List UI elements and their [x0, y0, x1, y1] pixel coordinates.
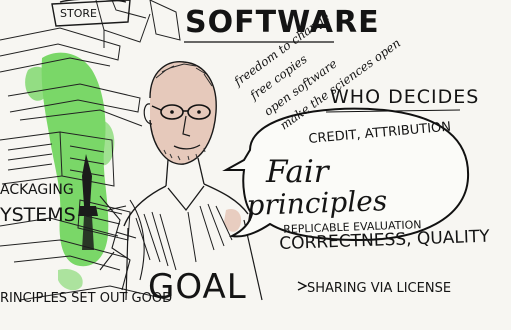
software-heading: SOFTWARE — [185, 5, 380, 40]
packaging-label: ACKAGING — [0, 182, 74, 198]
glasses-left-icon — [160, 104, 184, 120]
fair-title: Fair — [266, 154, 329, 190]
store-label: STORE — [60, 7, 97, 20]
principles-title: principles — [245, 184, 388, 222]
tower-sketch — [78, 154, 98, 250]
sharing-license-label: SHARING VIA LICENSE — [307, 281, 452, 296]
green-wash — [25, 52, 115, 291]
who-underline — [325, 109, 461, 113]
store-box — [51, 0, 131, 27]
goal-label: GOAL — [148, 267, 247, 307]
who-decides-label: WHO DECIDES — [330, 86, 480, 108]
speech-bubble — [222, 107, 470, 242]
person-portrait — [123, 61, 263, 301]
arrow-icon — [297, 281, 308, 291]
principles-set-out-label: RINCIPLES SET OUT GOOD — [0, 291, 173, 306]
glasses-right-icon — [187, 104, 211, 120]
systems-label: YSTEMS — [0, 204, 76, 226]
